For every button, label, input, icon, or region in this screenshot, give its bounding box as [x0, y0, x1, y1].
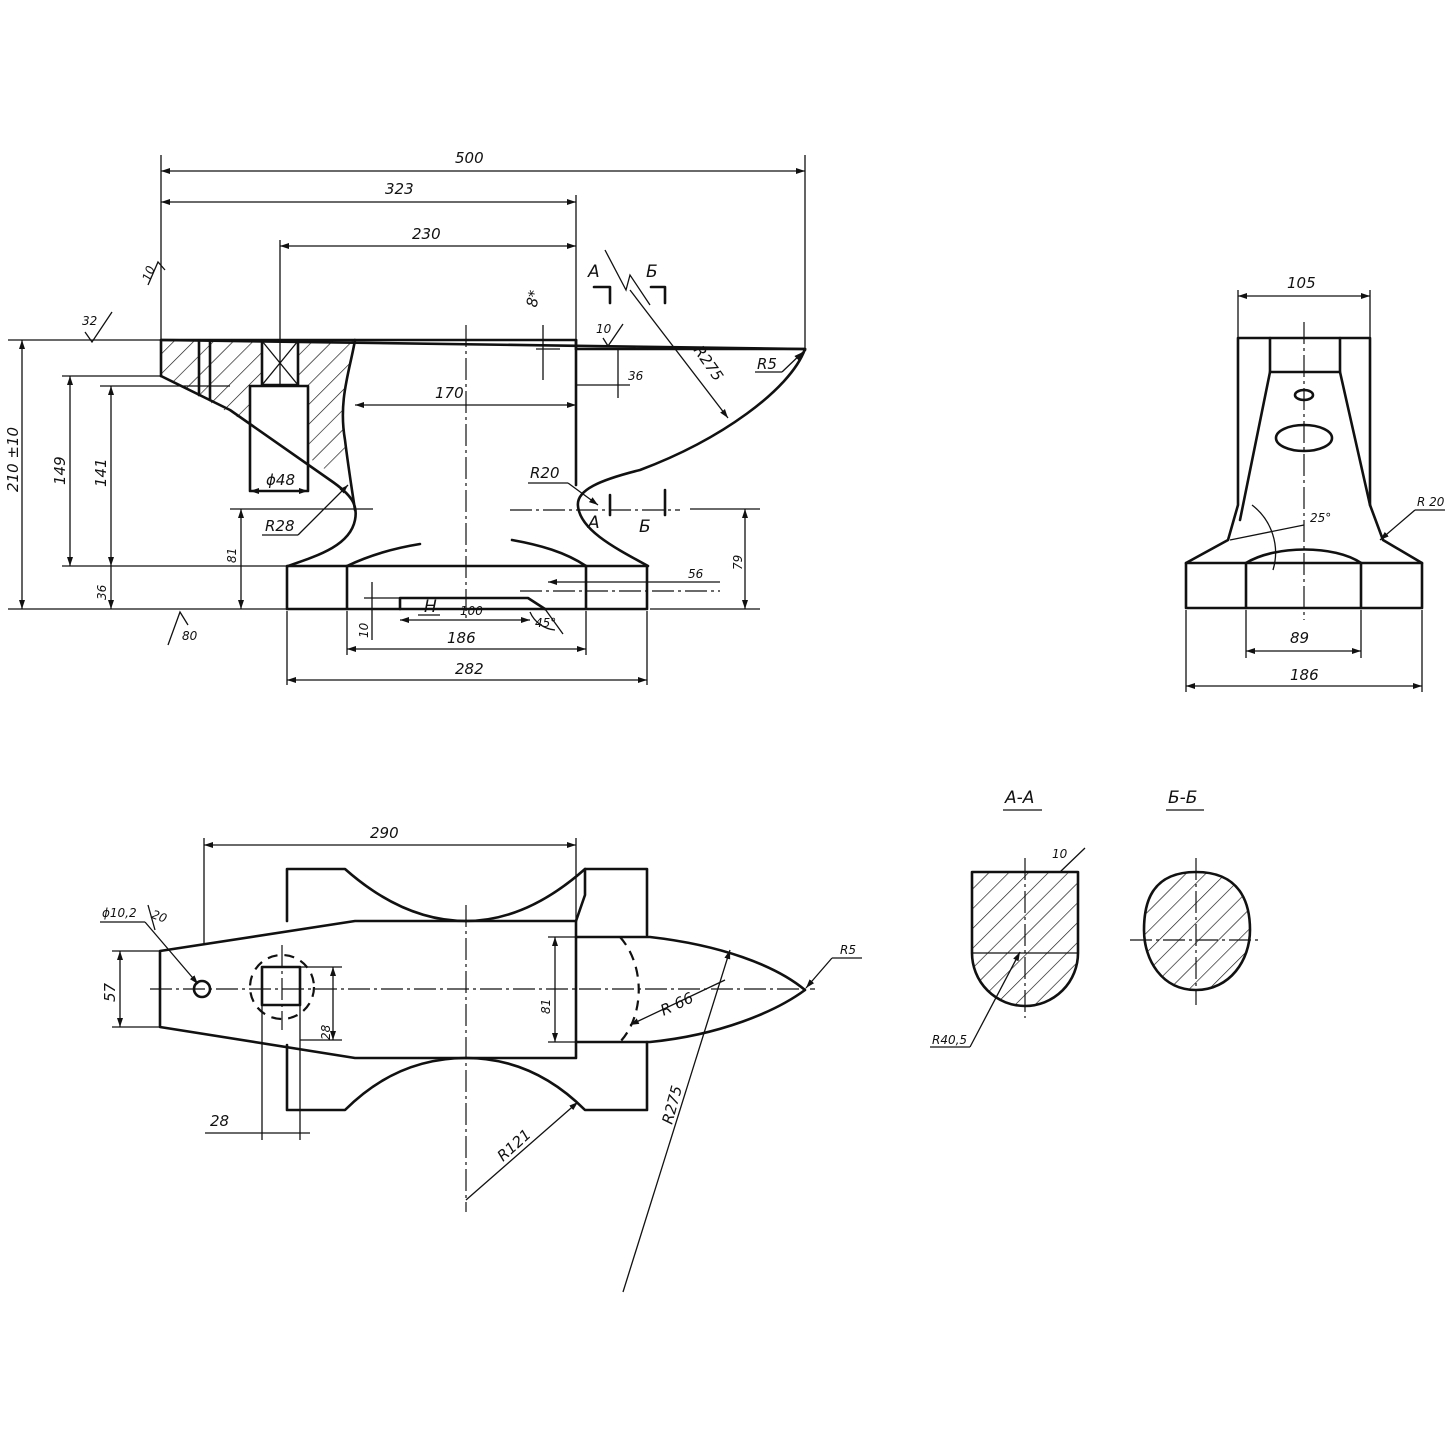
dim-h-label: H [424, 597, 437, 617]
section-b-marker-top [649, 285, 667, 305]
dim-105-label: 105 [1287, 274, 1316, 292]
heel-underside [159, 374, 357, 568]
roughness-80-label: 80 [182, 629, 198, 643]
angle-45-arc [529, 611, 556, 631]
dim-81-plan-label: 81 [539, 999, 553, 1014]
dim-phi48-label: ϕ48 [266, 471, 295, 489]
roughness-mark-32 [84, 311, 113, 344]
dim-323-label: 323 [385, 180, 414, 198]
dim-186-side-label: 186 [1290, 666, 1319, 684]
foot-arch-left [345, 542, 422, 568]
plan-foot-bottom-left [285, 1043, 468, 1112]
section-aa-shape [970, 870, 1080, 1008]
dim-r405-label: R40,5 [932, 1033, 967, 1047]
section-a-bottom-label: А [587, 513, 600, 533]
dim-r5-plan-label: R5 [840, 943, 856, 957]
front-view: 500 323 230 170 10 32 8* 10 36 А Б А Б R… [4, 149, 807, 685]
hardy-hole-square [260, 965, 302, 1007]
foot-arch-right [510, 538, 588, 568]
dim-230-label: 230 [412, 225, 441, 243]
roughness-mark-10 [147, 260, 166, 286]
dim-170-label: 170 [435, 384, 464, 402]
section-aa: А-А 10 R40,5 [930, 788, 1086, 1048]
break-line [604, 249, 651, 306]
dim-10-section-label: 10 [1052, 847, 1068, 861]
dim-8star-label: 8* [523, 288, 544, 308]
base-feet [285, 564, 649, 611]
side-web-left [1238, 370, 1272, 522]
dim-20-label: 20 [150, 907, 169, 926]
plan-foot-top-left [285, 867, 468, 923]
section-a-marker-top [592, 285, 612, 305]
side-web-right [1338, 370, 1372, 507]
side-outline [1184, 336, 1424, 610]
dim-89-label: 89 [1290, 629, 1309, 647]
hardy-hole-circle [248, 953, 316, 1021]
dim-290-label: 290 [370, 824, 399, 842]
side-view: 105 R 20 25° 89 186 [1184, 274, 1445, 692]
dim-100-label: 100 [460, 604, 483, 618]
dim-57-label: 57 [101, 982, 119, 1002]
dim-r20-side-label: R 20 [1417, 495, 1445, 509]
horn-underside [576, 347, 807, 568]
roughness-32-label: 32 [82, 314, 97, 328]
plan-horn [574, 935, 807, 1044]
section-a-top-label: А [587, 262, 600, 282]
dim-141-label: 141 [92, 458, 110, 487]
plan-view: 290 ϕ10,2 20 57 28 28 81 R 66 R5 [100, 824, 862, 1293]
section-b-top-label: Б [646, 262, 658, 282]
dim-10-bottom-label: 10 [357, 622, 371, 638]
side-top-recess [1268, 336, 1342, 374]
angle-25-arc [1251, 504, 1277, 571]
dim-phi102-label: ϕ10,2 [102, 906, 137, 920]
dim-r28-label: R28 [265, 517, 295, 535]
dim-r20-front-label: R20 [530, 464, 560, 482]
roughness-mark-80 [167, 610, 189, 646]
section-bb-shape [1142, 870, 1252, 992]
section-b-bottom-label: Б [639, 517, 651, 537]
dim-81-front-label: 81 [225, 548, 239, 563]
dim-10-side-label: 10 [140, 264, 159, 283]
plan-horn-dash [619, 936, 640, 1043]
dim-10-top-label: 10 [596, 322, 612, 336]
dim-210-label: 210 ±10 [4, 427, 22, 492]
plan-foot-top-right [574, 867, 649, 937]
dim-186-front-label: 186 [447, 629, 476, 647]
dim-28-v-label: 28 [319, 1024, 333, 1040]
dim-25deg-label: 25° [1310, 511, 1331, 525]
dim-45-label: 45° [535, 616, 556, 630]
roughness-mark-top [602, 323, 624, 348]
dim-56-label: 56 [688, 567, 704, 581]
plan-foot-bottom-right [464, 1040, 649, 1112]
section-bb: Б-Б [1130, 788, 1262, 1005]
side-arch [1244, 548, 1363, 565]
dim-36-left-label: 36 [95, 584, 109, 600]
dim-r5-front-label: R5 [757, 355, 777, 373]
dim-149-label: 149 [51, 456, 69, 485]
dim-28-h-label: 28 [210, 1112, 229, 1130]
hardy-hole-gap [250, 386, 308, 491]
waist-left [341, 338, 357, 512]
base-recess [398, 596, 547, 611]
section-bb-title: Б-Б [1168, 788, 1197, 808]
dim-r66-label: R 66 [658, 989, 697, 1020]
dim-500-label: 500 [455, 149, 484, 167]
dim-36-right-label: 36 [628, 369, 644, 383]
section-aa-title: А-А [1004, 788, 1034, 808]
dim-282-label: 282 [455, 660, 484, 678]
dim-79-label: 79 [731, 555, 745, 570]
